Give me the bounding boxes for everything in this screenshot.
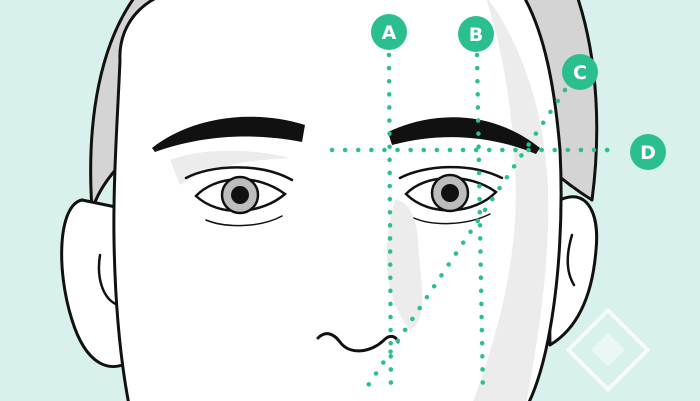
guide-line-a (386, 52, 394, 398)
face-shadow-right (473, 0, 549, 401)
nose-shadow (386, 200, 423, 330)
right-pupil (441, 184, 459, 202)
brow-shadow-left (170, 150, 290, 185)
left-ear-inner (97, 253, 120, 307)
guide-label-c: C (562, 54, 598, 90)
left-eye-crease (205, 215, 283, 227)
right-eye-lid (398, 165, 504, 180)
guide-label-a-text: A (382, 22, 397, 44)
right-eye-crease (413, 213, 491, 225)
left-pupil (231, 186, 249, 204)
guide-label-d-text: D (640, 142, 656, 164)
face (112, 0, 563, 401)
guide-label-a: A (371, 14, 407, 50)
guide-line-b (474, 52, 486, 398)
guide-lines (329, 52, 618, 398)
guide-line-c (362, 87, 568, 393)
diamond-logo-icon (565, 307, 651, 393)
right-ear-inner (566, 233, 576, 287)
right-eyebrow (388, 117, 540, 154)
nose (316, 332, 400, 353)
left-eye-lid (184, 166, 294, 182)
guide-label-b: B (458, 16, 494, 52)
guide-label-b-text: B (469, 24, 483, 46)
guide-label-d: D (630, 134, 666, 170)
guide-label-c-text: C (573, 62, 587, 84)
left-eyebrow (152, 116, 305, 152)
